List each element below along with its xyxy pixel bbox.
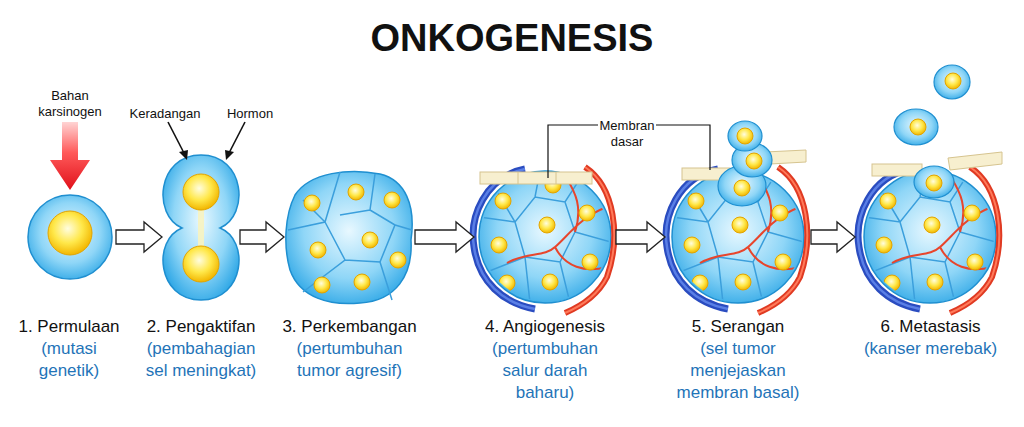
stage-box: 3. Perkembangan(pertumbuhan tumor agresi… <box>287 170 412 304</box>
nucleus <box>945 73 961 89</box>
pointer-head <box>225 150 234 160</box>
nucleus <box>48 211 92 255</box>
flow-arrow <box>415 222 474 252</box>
flow-arrow <box>616 222 665 252</box>
nucleus <box>926 175 942 191</box>
stage-box: 4. Angiogenesis(pertumbuhan salur darah … <box>477 170 613 304</box>
nucleus <box>390 252 406 268</box>
nucleus <box>354 274 370 290</box>
stage-title: 5. Serangan <box>638 316 838 338</box>
nucleus <box>183 246 219 282</box>
metastatic-cell <box>934 65 970 99</box>
nucleus <box>384 192 400 208</box>
normal-cell <box>28 195 112 279</box>
stage-title: 4. Angiogenesis <box>445 316 645 338</box>
stage-caption: 3. Perkembangan(pertumbuhan tumor agresi… <box>250 316 450 382</box>
escaping-cell <box>914 166 954 198</box>
stage-caption: 1. Permulaan(mutasi genetik) <box>0 316 169 382</box>
flow-arrow <box>116 222 162 252</box>
cell-boundaries <box>288 172 412 300</box>
nucleus <box>737 128 753 144</box>
dividing-cell <box>163 155 239 300</box>
stage-caption: 2. Pengaktifan(pembahagian sel meningkat… <box>101 316 301 382</box>
stage-box: 6. Metastasis(kanser merebak) <box>858 170 1003 304</box>
nucleus <box>310 242 326 258</box>
diagram-title: ONKOGENESIS <box>0 14 1024 62</box>
stage-title: 6. Metastasis <box>831 316 1024 338</box>
tumor-cluster <box>286 172 412 304</box>
tumor-with-vessels <box>858 167 999 313</box>
nucleus <box>910 119 926 135</box>
annotation-label: Membran dasar <box>592 118 662 150</box>
stage-note: (kanser merebak) <box>846 338 1016 360</box>
stage-note: (pembahagian sel meningkat) <box>139 338 264 382</box>
division-bridge <box>198 205 204 251</box>
flow-arrow <box>240 222 284 252</box>
tumor-with-vessels <box>473 167 614 313</box>
metastatic-cell <box>894 109 938 145</box>
carcinogen-arrow <box>50 122 90 190</box>
annotation-label: Hormon <box>215 106 285 122</box>
pointer-line <box>228 122 245 155</box>
nucleus <box>746 153 762 169</box>
tumor-with-vessels <box>666 167 807 313</box>
stage-note: (pertumbuhan salur darah baharu) <box>488 338 603 404</box>
pointer-line <box>168 122 185 155</box>
stage-note: (pertumbuhan tumor agresif) <box>285 338 415 382</box>
nucleus <box>314 277 330 293</box>
stage-box: 5. Serangan(sel tumor menjejaskan membra… <box>668 170 808 304</box>
annotation-label: Keradangan <box>115 106 215 122</box>
broken-membrane <box>948 152 1002 170</box>
basement-membrane <box>480 172 592 184</box>
stage-box: 2. Pengaktifan(pembahagian sel meningkat… <box>165 170 237 304</box>
stage-note: (sel tumor menjejaskan membran basal) <box>671 338 806 404</box>
invading-cell <box>728 121 762 151</box>
stage-note: (mutasi genetik) <box>19 338 119 382</box>
stage-title: 1. Permulaan <box>0 316 169 338</box>
nucleus <box>734 180 750 196</box>
nucleus <box>183 174 219 210</box>
pointer-head <box>179 150 188 160</box>
flow-arrow <box>811 222 855 252</box>
stage-caption: 4. Angiogenesis(pertumbuhan salur darah … <box>445 316 645 404</box>
membrane-segments <box>518 172 556 184</box>
annotation-label: Bahan karsinogen <box>25 88 115 120</box>
stage-caption: 5. Serangan(sel tumor menjejaskan membra… <box>638 316 838 404</box>
stage-caption: 6. Metastasis(kanser merebak) <box>831 316 1024 360</box>
stage-box: 1. Permulaan(mutasi genetik) <box>25 170 113 304</box>
stage-title: 2. Pengaktifan <box>101 316 301 338</box>
nucleus <box>304 195 320 211</box>
nucleus <box>348 184 364 200</box>
nucleus <box>362 232 378 248</box>
basement-membrane <box>872 164 922 176</box>
stage-title: 3. Perkembangan <box>250 316 450 338</box>
